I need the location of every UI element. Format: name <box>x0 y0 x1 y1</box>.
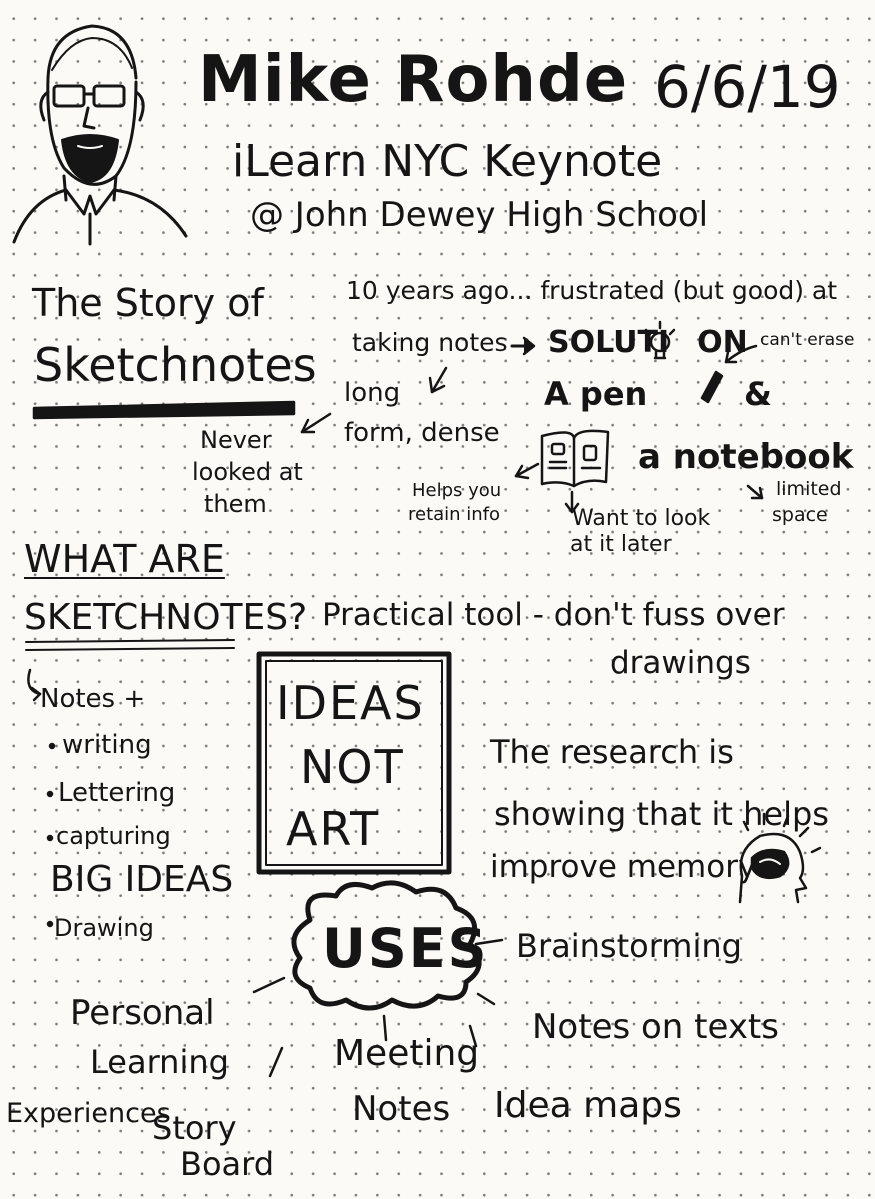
a-pen-label: A pen <box>544 375 648 413</box>
want-look-line1: Want to look <box>572 506 711 531</box>
use-storyboard-line1: Story <box>152 1109 237 1147</box>
never-looked-line2: looked at <box>192 458 303 486</box>
research-line2: showing that it helps <box>494 795 829 833</box>
use-personal-line1: Personal <box>70 993 215 1033</box>
what-item-lettering: Lettering <box>58 778 176 808</box>
title-underline <box>32 400 296 420</box>
use-storyboard-line2: Board <box>180 1145 275 1183</box>
notebook-icon <box>540 429 610 488</box>
practical-line2: drawings <box>610 645 751 681</box>
big-ideas: BIG IDEAS <box>50 859 234 900</box>
story-title-line2: Sketchnotes <box>34 338 317 392</box>
never-looked-line3: them <box>204 490 267 518</box>
solution-label: SOLUTI ON <box>548 328 748 358</box>
want-look-line2: at it later <box>570 532 672 557</box>
ideas-box-line2: NOT <box>300 740 405 794</box>
what-item-drawing: Drawing <box>54 914 154 942</box>
research-line1: The research is <box>490 733 734 771</box>
cant-erase-note: can't erase <box>760 330 855 350</box>
use-idea-maps: Idea maps <box>494 1085 682 1126</box>
event-date: 6/6/19 <box>654 53 841 121</box>
never-looked-line1: Never <box>200 426 272 454</box>
uses-label: USES <box>322 917 489 980</box>
use-meeting-line2: Notes <box>352 1089 451 1129</box>
story-title-line1: The Story of <box>32 281 264 325</box>
use-brainstorming: Brainstorming <box>516 927 742 965</box>
what-item-writing: writing <box>62 730 152 760</box>
research-line3: improve memory <box>490 849 757 885</box>
a-notebook-label: a notebook <box>638 437 854 477</box>
event-venue: @ John Dewey High School <box>250 195 709 235</box>
ideas-box-line1: IDEAS <box>276 676 425 730</box>
use-notes-on-texts: Notes on texts <box>532 1007 779 1047</box>
solution-label-start: SOLUTI <box>548 325 670 360</box>
use-meeting-line1: Meeting <box>334 1033 480 1074</box>
helps-retain-line1: Helps you <box>412 480 502 501</box>
solution-label-end: ON <box>697 325 748 360</box>
helps-retain-line2: retain info <box>408 504 501 525</box>
ampersand: & <box>744 375 772 413</box>
speaker-name: Mike Rohde <box>198 43 629 117</box>
story-line1: 10 years ago... frustrated (but good) at <box>346 276 838 305</box>
notes-plus: Notes + <box>40 684 146 714</box>
long-form-line1: long <box>344 378 401 408</box>
practical-line1: Practical tool - don't fuss over <box>322 597 785 633</box>
what-title-line1: WHAT ARE <box>24 537 225 581</box>
limited-space-line1: limited <box>776 478 842 500</box>
story-line2: taking notes <box>352 328 508 357</box>
limited-space-line2: space <box>772 504 828 526</box>
use-experiences: Experiences <box>6 1098 171 1129</box>
use-personal-line2: Learning <box>90 1043 229 1081</box>
long-form-line2: form, dense <box>344 418 500 448</box>
ideas-box-line3: ART <box>286 802 381 856</box>
what-title-line2: SKETCHNOTES? <box>24 597 308 638</box>
what-item-capturing: capturing <box>56 822 171 850</box>
event-title: iLearn NYC Keynote <box>232 136 663 187</box>
